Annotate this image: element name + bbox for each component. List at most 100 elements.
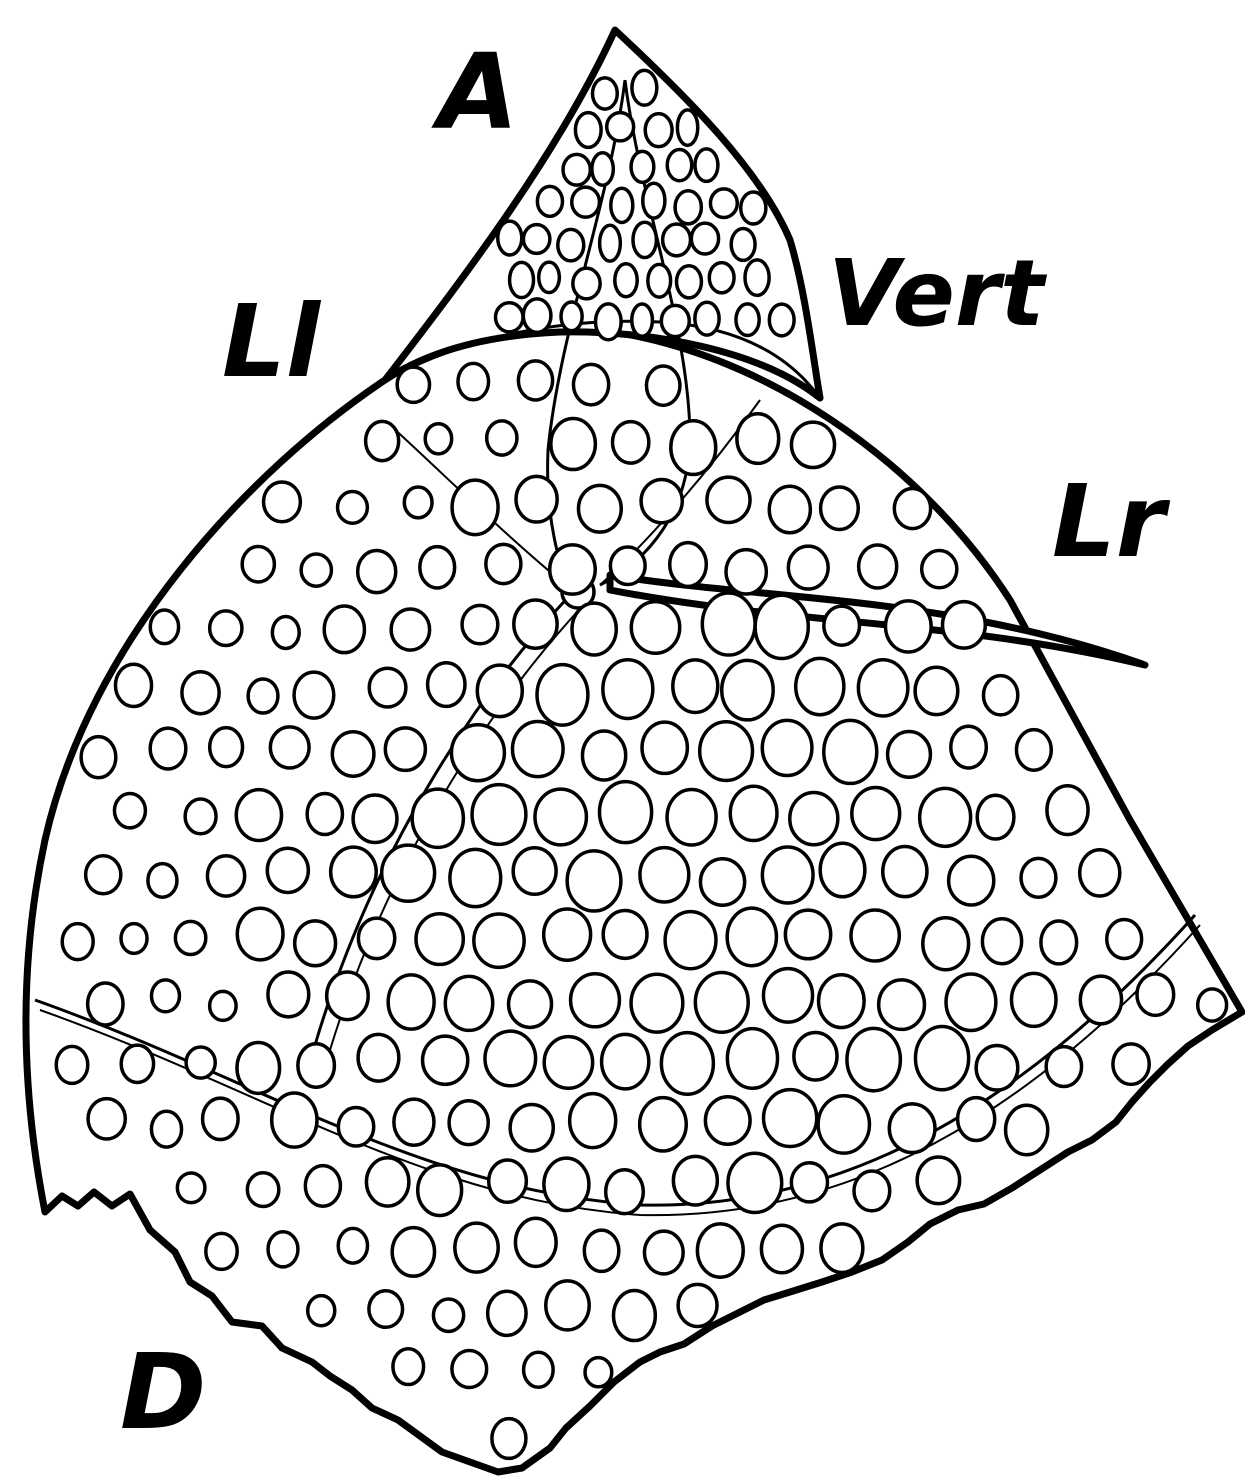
pore bbox=[596, 304, 622, 340]
pore bbox=[888, 732, 931, 778]
pore bbox=[572, 187, 600, 217]
pore bbox=[518, 361, 552, 400]
pore bbox=[81, 737, 116, 778]
pore bbox=[599, 782, 651, 843]
pore bbox=[121, 924, 147, 954]
pore bbox=[388, 975, 434, 1029]
pore bbox=[736, 304, 759, 336]
pore bbox=[695, 149, 718, 182]
pore bbox=[632, 304, 653, 336]
pore bbox=[915, 1026, 968, 1089]
pore bbox=[433, 1299, 463, 1331]
pore bbox=[338, 1228, 367, 1263]
label-dorsal: D bbox=[120, 1340, 206, 1444]
pore bbox=[673, 1156, 717, 1205]
pore bbox=[722, 660, 773, 720]
pore bbox=[610, 547, 645, 584]
pore bbox=[731, 228, 755, 260]
pore bbox=[607, 113, 634, 141]
pore bbox=[150, 610, 178, 644]
pore bbox=[206, 1233, 237, 1269]
pore bbox=[248, 679, 278, 713]
pore bbox=[643, 183, 665, 218]
pore bbox=[62, 924, 93, 960]
pore bbox=[544, 909, 591, 960]
pore bbox=[523, 225, 549, 254]
pore bbox=[946, 974, 996, 1031]
pore bbox=[203, 1098, 239, 1139]
pore bbox=[412, 789, 463, 847]
pore bbox=[737, 414, 779, 464]
pore bbox=[922, 551, 957, 588]
pore bbox=[700, 859, 744, 905]
pore bbox=[640, 1098, 687, 1151]
pore bbox=[917, 1157, 959, 1204]
pore bbox=[958, 1098, 995, 1141]
pore bbox=[416, 914, 463, 965]
pore bbox=[788, 546, 828, 589]
pore bbox=[268, 972, 309, 1017]
pore bbox=[606, 1170, 644, 1214]
label-vertical: Vert bbox=[828, 248, 1044, 340]
pore bbox=[691, 223, 718, 254]
pore bbox=[1113, 1044, 1149, 1084]
pore bbox=[852, 787, 900, 839]
pore bbox=[585, 1358, 612, 1387]
pore bbox=[472, 785, 526, 845]
pore bbox=[498, 221, 522, 255]
pore bbox=[88, 983, 123, 1025]
pore bbox=[1080, 976, 1121, 1024]
pore bbox=[148, 864, 177, 898]
pore bbox=[642, 722, 687, 773]
pore bbox=[210, 728, 243, 767]
pore bbox=[392, 1228, 434, 1277]
pore bbox=[247, 1173, 278, 1207]
pore bbox=[237, 1043, 280, 1094]
pore bbox=[418, 1165, 462, 1216]
pore bbox=[573, 268, 600, 299]
pore bbox=[512, 722, 563, 777]
pore bbox=[573, 364, 608, 404]
pore bbox=[745, 260, 769, 296]
pore bbox=[695, 302, 719, 335]
pore bbox=[982, 919, 1021, 964]
pore bbox=[544, 1037, 592, 1089]
pore bbox=[428, 663, 465, 707]
pore bbox=[851, 910, 899, 961]
pore bbox=[332, 732, 374, 776]
pore bbox=[445, 976, 492, 1030]
pore bbox=[769, 486, 810, 533]
pore bbox=[394, 1099, 434, 1145]
pore bbox=[404, 487, 432, 518]
pore bbox=[794, 1032, 837, 1080]
pore bbox=[671, 421, 716, 475]
pore bbox=[665, 912, 716, 969]
pore bbox=[452, 480, 498, 534]
pore bbox=[393, 1349, 424, 1385]
pore bbox=[451, 725, 504, 781]
pore bbox=[702, 593, 755, 655]
pore bbox=[678, 1284, 717, 1326]
pore bbox=[294, 672, 334, 718]
pore bbox=[818, 1096, 869, 1153]
pore bbox=[741, 192, 766, 224]
pore bbox=[667, 790, 716, 845]
pore bbox=[210, 611, 242, 646]
pore bbox=[474, 914, 524, 967]
pore bbox=[272, 1093, 317, 1147]
pore bbox=[301, 554, 331, 586]
pore bbox=[920, 788, 971, 846]
pore bbox=[177, 1173, 205, 1203]
pore bbox=[270, 727, 309, 768]
pore bbox=[791, 422, 834, 467]
pore bbox=[358, 550, 396, 592]
pore bbox=[1046, 1047, 1081, 1087]
pore bbox=[449, 1101, 488, 1145]
pore bbox=[338, 1107, 373, 1146]
pore bbox=[593, 78, 618, 109]
pore bbox=[821, 1224, 863, 1273]
pore bbox=[425, 424, 451, 454]
pore bbox=[366, 421, 399, 460]
pore bbox=[977, 795, 1014, 839]
pore bbox=[236, 790, 281, 841]
